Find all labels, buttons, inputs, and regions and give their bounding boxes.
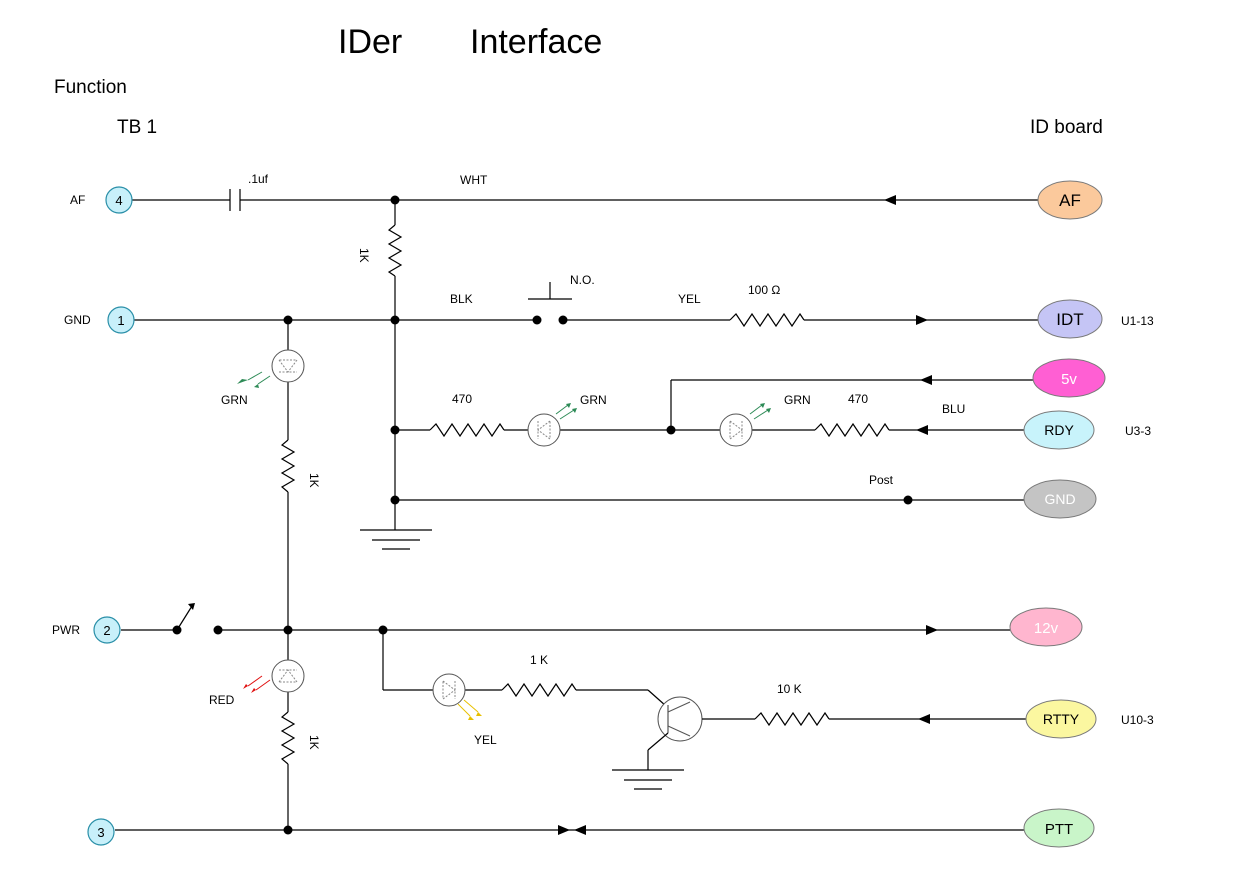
svg-text:PTT: PTT [1045, 821, 1073, 838]
post-dot [903, 495, 913, 505]
connector-ptt: PTT [1023, 808, 1095, 848]
post-label: Post [869, 473, 894, 487]
gnd-side-label: GND [64, 313, 91, 327]
wire-blk-label: BLK [450, 292, 473, 306]
resistor-af-value: 1K [357, 248, 371, 263]
switch-contact-b [558, 315, 568, 325]
wire-yel-top-label: YEL [678, 292, 701, 306]
terminal-2: 2 [93, 616, 121, 644]
svg-text:3: 3 [97, 825, 104, 840]
junction-post [390, 495, 400, 505]
connector-af: AF [1037, 180, 1103, 220]
junction-pwr-left [283, 625, 293, 635]
svg-text:AF: AF [1059, 191, 1081, 210]
connector-rtty: RTTY [1025, 699, 1097, 739]
title-interface: Interface [470, 23, 602, 61]
resistor-10k-value: 10 K [777, 682, 802, 696]
resistor-470-left-value: 470 [452, 392, 472, 406]
ground-bus [360, 320, 432, 550]
power-switch-contact-a [172, 625, 182, 635]
pwr-side-label: PWR [52, 623, 80, 637]
wire-wht-label: WHT [460, 173, 488, 187]
wire-grn-right-label: GRN [784, 393, 811, 407]
led-green-left [237, 349, 305, 388]
id-board-heading: ID board [1030, 117, 1103, 138]
terminal-4: 4 [105, 186, 133, 214]
rtty-branch [382, 630, 1027, 790]
led-yellow [432, 673, 482, 720]
junction-af [390, 195, 400, 205]
svg-text:GND: GND [1044, 491, 1075, 507]
led-red [243, 659, 305, 693]
title-ider: IDer [338, 23, 402, 61]
power-switch-contact-b [213, 625, 223, 635]
capacitor-value: .1uf [248, 172, 269, 186]
tb1-heading: TB 1 [117, 117, 157, 138]
led-green-right [719, 403, 771, 447]
terminal-3: 3 [87, 818, 115, 846]
wire-grn-mid-label: GRN [580, 393, 607, 407]
wire-red-label: RED [209, 693, 235, 707]
pin-u10-3-label: U10-3 [1121, 713, 1154, 727]
wire-grn-left-label: GRN [221, 393, 248, 407]
junction-ptt [283, 825, 293, 835]
resistor-100-value: 100 Ω [748, 283, 780, 297]
af-line [132, 189, 1040, 211]
resistor-1k-af [387, 200, 403, 320]
gnd-idt-line [134, 282, 1040, 328]
pin-u3-3-label: U3-3 [1125, 424, 1151, 438]
connector-rdy: RDY [1023, 410, 1095, 450]
svg-text:1: 1 [117, 313, 124, 328]
terminal-1: 1 [107, 306, 135, 334]
connector-5v: 5v [1032, 358, 1106, 398]
switch-contact-a [532, 315, 542, 325]
switch-no-label: N.O. [570, 273, 595, 287]
connector-gnd: GND [1023, 479, 1097, 519]
ptt-line [115, 825, 1025, 835]
connector-12v: 12v [1009, 607, 1083, 647]
svg-text:RTTY: RTTY [1043, 711, 1080, 727]
wire-yel-bottom-label: YEL [474, 733, 497, 747]
function-heading: Function [54, 77, 127, 98]
svg-text:2: 2 [103, 623, 110, 638]
resistor-1k-upper-value: 1K [307, 473, 321, 488]
junction-5v [666, 425, 676, 435]
svg-text:12v: 12v [1034, 620, 1059, 637]
left-vertical-branch [280, 320, 296, 830]
svg-text:IDT: IDT [1056, 310, 1083, 329]
svg-text:RDY: RDY [1044, 422, 1074, 438]
svg-text:4: 4 [115, 193, 122, 208]
connector-idt: IDT [1037, 299, 1103, 339]
pin-u1-13-label: U1-13 [1121, 314, 1154, 328]
resistor-470-right-value: 470 [848, 392, 868, 406]
resistor-1k-lower-value: 1K [307, 735, 321, 750]
af-side-label: AF [70, 193, 85, 207]
led-green-mid [527, 403, 577, 447]
pwr-12v-line [121, 603, 1010, 635]
rdy-led-line [395, 375, 1033, 438]
svg-text:5v: 5v [1061, 371, 1077, 388]
wire-blu-label: BLU [942, 402, 965, 416]
junction-led-row [390, 425, 400, 435]
resistor-1k-h-value: 1 K [530, 653, 548, 667]
